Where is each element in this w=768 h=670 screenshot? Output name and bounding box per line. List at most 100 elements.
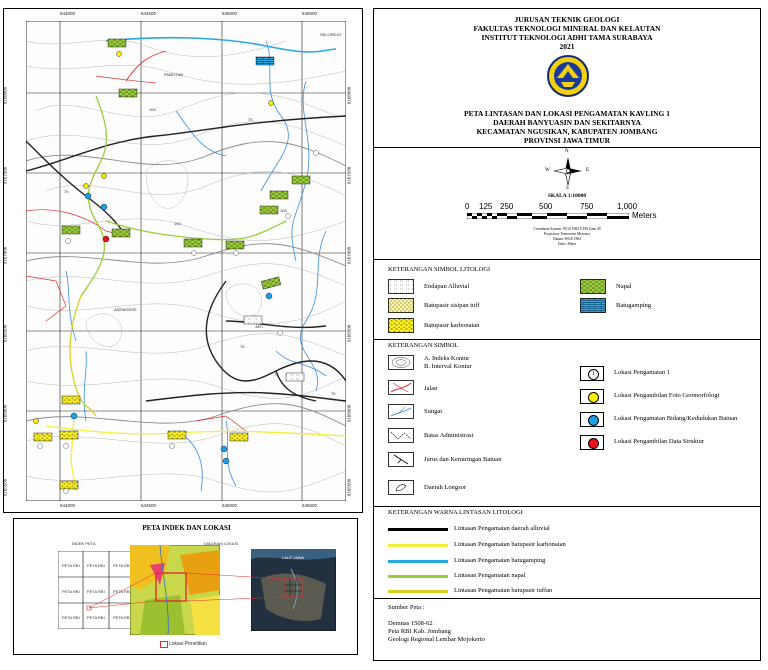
yellow-circle-icon	[588, 392, 599, 403]
scale-bar	[467, 213, 629, 219]
lithology-header: KETERANGAN SIMBOL LITOLOGI	[388, 266, 491, 273]
track-label-gamping: Lintasan Pengamatan batugamping	[454, 557, 546, 564]
scale-tick-2: 250	[500, 202, 514, 211]
title-block: JURUSAN TEKNIK GEOLOGI FAKULTAS TEKNOLOG…	[374, 9, 760, 148]
institute-name: INSTITUT TEKNOLOGI ADHI TAMA SURABAYA	[481, 33, 653, 42]
contour-label-4: 100	[174, 221, 181, 226]
road-icon	[388, 380, 414, 395]
swatch-tuff	[388, 298, 414, 313]
grid-cell-2: PETA RBI	[87, 563, 105, 568]
swatch-gamping	[580, 298, 606, 313]
coord-left-2: 9167500	[2, 166, 8, 185]
study-area-label: Lokasi Penelitian	[169, 641, 207, 647]
contour-label-2: 100	[149, 107, 156, 112]
track-label-karbonatan: Lintasan Pengamatan batupasir karbonatan	[454, 541, 566, 548]
track-legend: KETERANGAN WARNA LINTASAN LITOLOGI Linta…	[374, 506, 760, 599]
track-line-alluvial	[388, 528, 448, 531]
scale-block: N W E S SKALA 1:10000 0 125 250 500 750 …	[374, 147, 760, 260]
track-line-napal	[388, 575, 448, 578]
scale-note-4: Units: Meter	[557, 242, 577, 246]
contour-label-8: 75	[274, 372, 279, 377]
red-circle-icon	[588, 438, 599, 449]
dept-name: JURUSAN TEKNIK GEOLOGI	[514, 15, 620, 24]
scale-note-2: Projection: Transverse Mercator	[543, 232, 591, 236]
scale-text: SKALA 1:10000	[547, 193, 587, 199]
track-line-gamping	[388, 560, 448, 563]
index-panel: PETA INDEK DAN LOKASI INDEK PETA DIAGRAM…	[13, 518, 358, 655]
place-selorejo: SELOREJO	[320, 32, 342, 37]
photo-point-icon	[580, 389, 604, 404]
swatch-karbonatan	[388, 318, 414, 333]
blue-circle-icon	[588, 415, 599, 426]
year: 2021	[559, 42, 575, 51]
boundary-icon	[388, 428, 414, 443]
legend-panel: JURUSAN TEKNIK GEOLOGI FAKULTAS TEKNOLOG…	[373, 8, 761, 661]
label-bidang: Lokasi Pengamatan Bidang/Kedudukan Batua…	[614, 415, 738, 422]
scale-tick-0: 0	[465, 202, 470, 211]
scale-note-3: Datum: WGS 1984	[553, 237, 581, 241]
lithology-legend: KETERANGAN SIMBOL LITOLOGI Endapan Alluv…	[374, 259, 760, 340]
label-foto: Lokasi Pengambilan Foto Geomorfologi	[614, 392, 720, 399]
label-kontur-a: A. Indeks Kontur	[424, 355, 470, 362]
place-pamotan: PAMOTAN	[164, 72, 184, 77]
index-title: PETA INDEK DAN LOKASI	[142, 524, 231, 532]
coord-top-3: 645000	[222, 11, 238, 16]
label-jurus: Jurus dan Kemiringan Batuan	[424, 456, 502, 463]
coord-right-3: 9167000	[346, 246, 352, 265]
north-label: N	[565, 149, 569, 154]
strike-dip-icon	[388, 452, 414, 467]
swatch-alluvial	[388, 279, 414, 294]
contour-icon	[388, 355, 414, 370]
index-connector-lines	[88, 572, 285, 609]
coord-left-4: 9166500	[2, 324, 8, 343]
overview-sea-label: LAUT JAWA	[282, 555, 305, 560]
label-sungai: Sungai	[424, 408, 443, 415]
coord-left-3: 9167000	[2, 246, 8, 265]
contour-label-1: 75	[64, 189, 69, 194]
diagram-label: DIAGRAM LOKASI	[204, 541, 239, 546]
grid-cell-8: PETA RBI	[87, 615, 105, 620]
coord-right-4: 9166500	[346, 324, 352, 343]
coord-top-4: 645500	[302, 11, 318, 16]
grid-cell-6: PETA RBI	[113, 589, 131, 594]
place-jati: JATI	[255, 324, 263, 329]
place-asemgede: ASEMGEDE	[114, 307, 137, 312]
contour-label-7: 75	[331, 391, 336, 396]
landslide-icon	[388, 480, 414, 495]
bedding-point-icon	[580, 412, 604, 427]
label-struktur: Lokasi Pengambilan Data Struktur	[614, 438, 705, 445]
grid-cell-4: PETA RBI	[62, 589, 80, 594]
coord-right-2: 9167500	[346, 166, 352, 185]
label-gamping: Batugamping	[616, 302, 652, 309]
scale-tick-5: 1,000	[617, 202, 638, 211]
sources-block: Sumber Peta : Demnas 1508-62 Peta RBI Ka…	[374, 598, 760, 660]
overview-map	[251, 549, 336, 631]
east-label: E	[586, 168, 590, 173]
coord-top-2: 644500	[141, 11, 157, 16]
label-batas: Batas Administrasi	[424, 432, 474, 439]
north-arrow-icon	[553, 157, 582, 186]
track-line-karbonatan	[388, 544, 448, 547]
map-title-4: PROVINSI JAWA TIMUR	[523, 136, 611, 145]
label-longsor: Daerah Longsor	[424, 484, 467, 491]
coord-bottom-1: 644000	[60, 503, 76, 508]
scale-unit: Meters	[632, 211, 657, 220]
label-napal: Napal	[616, 283, 632, 290]
coord-right-6: 9165500	[346, 478, 352, 497]
label-tuff: Batupasir sisipan tuff	[424, 302, 480, 309]
contour-label-5: 100	[280, 208, 287, 213]
coord-top-1: 644000	[60, 11, 76, 16]
label-alluvial: Endapan Alluvial	[424, 283, 470, 290]
observation-point-icon: 1	[580, 366, 604, 381]
map-title-1: PETA LINTASAN DAN LOKASI PENGAMATAN KAVL…	[464, 109, 670, 118]
coord-right-5: 9166000	[346, 404, 352, 423]
faculty-name: FAKULTAS TEKNOLOGI MINERAL DAN KELAUTAN	[473, 24, 661, 33]
map-title-2: DAERAH BANYUASIN DAN SEKITARNYA	[493, 118, 641, 127]
west-label: W	[545, 168, 550, 173]
grid-cell-5: PETA RBI	[87, 589, 105, 594]
coord-left-1: 9168000	[2, 86, 8, 105]
river-icon	[388, 404, 414, 419]
grid-cell-1: PETA RBI	[62, 563, 80, 568]
coord-bottom-4: 645500	[302, 503, 318, 508]
scale-tick-3: 500	[539, 202, 553, 211]
